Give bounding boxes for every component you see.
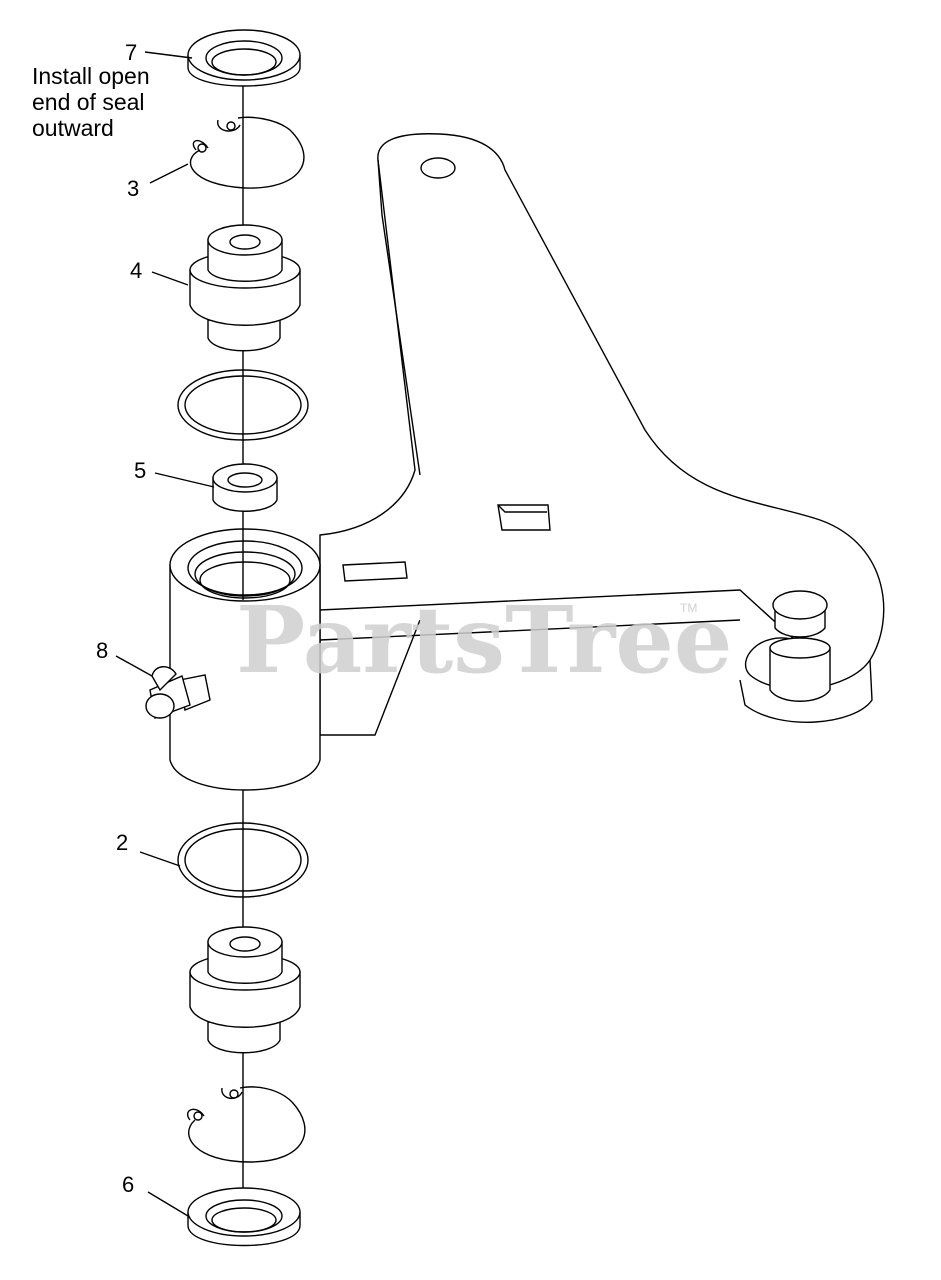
bushing <box>212 463 278 512</box>
o-ring-bottom-inner <box>184 828 302 892</box>
note-line-1: Install open <box>32 63 150 89</box>
bearing-top <box>189 224 301 352</box>
callout-2: 2 <box>116 830 128 855</box>
spindle-housing <box>169 528 321 791</box>
seal-bottom <box>187 1187 301 1247</box>
note-line-3: outward <box>32 115 114 141</box>
bearing-bottom <box>189 926 301 1054</box>
seal-top <box>187 29 301 87</box>
callout-8: 8 <box>96 638 108 663</box>
callout-7: 7 <box>125 40 137 65</box>
leader-lines <box>115 51 215 1217</box>
retaining-ring-top <box>189 116 305 189</box>
steering-arm <box>319 133 885 736</box>
callout-3: 3 <box>127 176 139 201</box>
note-line-2: end of seal <box>32 89 145 115</box>
o-ring-bottom <box>177 822 309 898</box>
o-ring-top <box>177 369 309 441</box>
callout-4: 4 <box>130 258 142 283</box>
watermark-tm: TM <box>680 601 697 615</box>
callout-6: 6 <box>122 1172 134 1197</box>
grease-fitting <box>145 666 211 719</box>
callout-5: 5 <box>134 458 146 483</box>
retaining-ring-bottom <box>186 1086 306 1163</box>
watermark: PartsTree TM <box>236 586 732 694</box>
o-ring-top-inner <box>184 375 302 435</box>
watermark-text: PartsTree <box>236 586 732 694</box>
